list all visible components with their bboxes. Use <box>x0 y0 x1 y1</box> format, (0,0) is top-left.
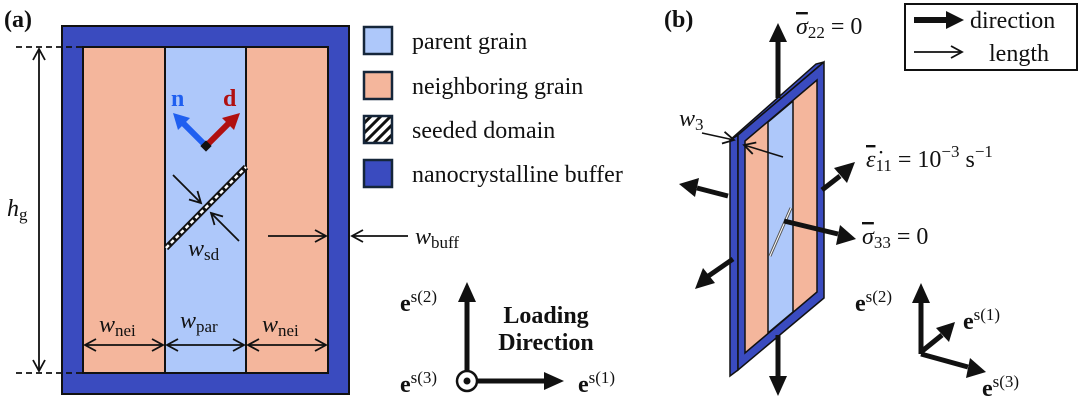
plate-3d <box>729 60 825 378</box>
legend-label: nanocrystalline buffer <box>412 162 623 188</box>
axis-e3-label: es(3) <box>400 368 437 398</box>
n-vector-label: n <box>171 86 184 112</box>
panel-b-label: (b) <box>664 7 693 33</box>
arrow-legend: direction length <box>904 3 1078 71</box>
axis-e2-label: es(2) <box>855 287 892 317</box>
d-vector-arrow <box>203 113 240 149</box>
wsd-arrow-upper <box>172 174 203 205</box>
n-vector-arrow <box>173 113 209 149</box>
material-legend: parent grain neighboring grain seeded do… <box>362 25 623 189</box>
legend-item-nanocrystalline-buffer: nanocrystalline buffer <box>362 158 623 189</box>
legend-direction-label: direction <box>970 8 1055 34</box>
legend-item-parent-grain: parent grain <box>362 25 527 56</box>
d-vector-label: d <box>223 86 237 112</box>
w3-label: w3 <box>679 106 704 134</box>
wnei-right-label: wnei <box>262 312 299 340</box>
legend-swatch-parent <box>362 25 394 56</box>
panel-b-axes: es(2) es(1) es(3) <box>855 283 1019 400</box>
panel-b: (b) <box>664 7 1019 400</box>
hg-label: hg <box>7 196 28 224</box>
sigma33-label: σ33 = 0 <box>862 224 928 252</box>
axis-e3-label: es(3) <box>982 372 1019 400</box>
eps11-arrow-right <box>820 174 842 192</box>
panel-a-axes: es(2) es(3) es(1) Loading Direction <box>400 282 615 398</box>
axis-e1-line <box>919 333 944 354</box>
sigma22-label: σ22 = 0 <box>796 14 862 42</box>
plate-parent-grain <box>767 99 794 335</box>
wpar-label: wpar <box>180 308 218 336</box>
neighboring-grain-left <box>82 46 166 374</box>
legend-swatch-neighbor <box>362 70 394 101</box>
w3-arrow-outer <box>701 131 736 145</box>
axis-e1-label: es(1) <box>578 368 615 398</box>
load-arrows <box>679 23 856 396</box>
legend-label: seeded domain <box>412 118 555 144</box>
legend-item-seeded-domain: seeded domain <box>362 114 555 145</box>
axis-e2-head <box>458 282 476 302</box>
axis-e1-head <box>544 372 564 390</box>
eps11-arrow-left <box>696 185 729 199</box>
legend-swatch-seeded <box>362 114 394 145</box>
wbuff-label: wbuff <box>415 224 459 252</box>
axis-e3-line <box>920 351 969 370</box>
sigma33-arrow-front <box>783 218 839 237</box>
axis-e2-label: es(2) <box>400 287 437 317</box>
axis-e1-label: es(1) <box>963 305 1000 335</box>
eps11-label: ε̇11 = 10−3 s−1 <box>866 142 993 175</box>
sigma33-arrow-back <box>705 256 735 280</box>
wsd-arrow-lower <box>209 211 240 242</box>
seeded-domain <box>163 164 249 251</box>
legend-label: neighboring grain <box>412 74 583 100</box>
w3-arrow-inner <box>742 141 784 158</box>
vector-origin <box>200 140 212 152</box>
legend-item-neighboring-grain: neighboring grain <box>362 70 583 101</box>
loading-direction-line1: Loading <box>503 303 588 329</box>
loading-direction-line2: Direction <box>498 330 594 356</box>
wnei-left-label: wnei <box>99 312 136 340</box>
legend-swatch-buffer <box>362 158 394 189</box>
panel-a-label: (a) <box>4 7 32 33</box>
legend-length-label: length <box>989 41 1049 67</box>
panel-a: (a) n d wsd wbuff <box>4 7 615 398</box>
arrow-legend-box <box>904 3 1078 71</box>
wsd-label: wsd <box>188 236 220 264</box>
legend-label: parent grain <box>412 29 527 55</box>
neighboring-grain-right <box>245 46 329 374</box>
